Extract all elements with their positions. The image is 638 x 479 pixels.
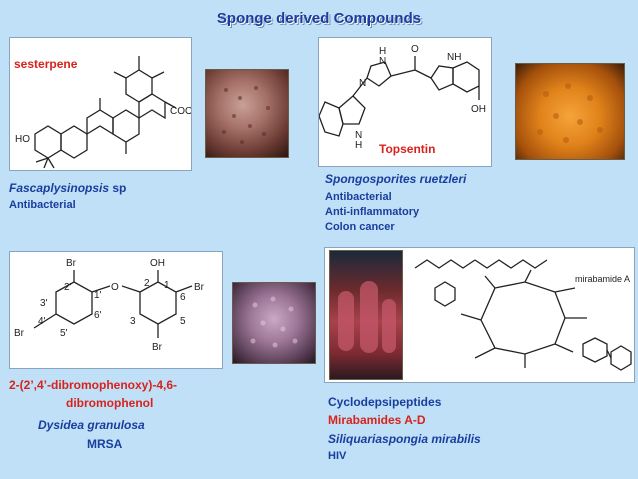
topsentin-h2-label: H xyxy=(355,140,362,151)
fascaplysinopsis-species: Fascaplysinopsis xyxy=(9,181,110,195)
locant-5: 5 xyxy=(180,316,186,327)
locant-4p: 4' xyxy=(38,316,46,327)
topsentin-drawing: H N N O NH OH N H xyxy=(319,44,486,151)
br-atom-bottom: Br xyxy=(152,342,163,353)
locant-1: 1 xyxy=(164,280,170,291)
slide-title: Sponge derived Compounds xyxy=(216,10,422,27)
topsentin-nh-label: NH xyxy=(447,52,461,63)
mirabamide-info: Cyclodepsipeptides Mirabamides A-D Siliq… xyxy=(328,395,628,462)
o-atom-ether: O xyxy=(111,282,119,293)
siliquariaspongia-activity: HIV xyxy=(328,450,347,462)
fascaplysinopsis-activity: Antibacterial xyxy=(9,199,76,211)
locant-6p: 6' xyxy=(94,310,102,321)
spongosporites-info: Spongosporites ruetzleri Antibacterial A… xyxy=(325,172,466,235)
locant-3p: 3' xyxy=(40,298,48,309)
locant-2p: 2' xyxy=(64,282,72,293)
sponge-photo-siliquariaspongia xyxy=(329,250,403,380)
spongosporites-activity-2: Anti-inflammatory xyxy=(325,206,420,218)
mirabamide-label: mirabamide A xyxy=(575,274,630,284)
br-atom-right: Br xyxy=(194,282,205,293)
fascaplysinopsis-suffix: sp xyxy=(109,181,127,195)
topsentin-label: Topsentin xyxy=(379,142,436,156)
spongosporites-activity-3: Colon cancer xyxy=(325,221,395,233)
locant-6: 6 xyxy=(180,292,186,303)
locant-3: 3 xyxy=(130,316,136,327)
sesterpene-label: sesterpene xyxy=(14,57,78,71)
ho-atom-label: HO xyxy=(15,134,30,145)
topsentin-oh-label: OH xyxy=(471,104,486,115)
dysidea-activity: MRSA xyxy=(87,437,123,451)
sponge-photo-spongosporites xyxy=(515,63,625,160)
dibromophenol-name-line2: dibromophenol xyxy=(66,396,154,410)
br-atom-bottom-left: Br xyxy=(14,328,25,339)
locant-1p: 1' xyxy=(94,290,102,301)
spongosporites-species: Spongosporites ruetzleri xyxy=(325,172,467,186)
mirabamides-compounds: Mirabamides A-D xyxy=(328,413,426,427)
locant-2: 2 xyxy=(144,278,150,289)
dibromophenol-drawing: Br Br O OH Br Br 1' 2' 3' 4' 5' 6' 1 2 3… xyxy=(14,258,205,353)
br-atom-top-left: Br xyxy=(66,258,77,269)
spongosporites-activity-1: Antibacterial xyxy=(325,191,392,203)
cyclodepsipeptides-class: Cyclodepsipeptides xyxy=(328,395,442,409)
locant-5p: 5' xyxy=(60,328,68,339)
dibromophenol-name-line1: 2-(2’,4’-dibromophenoxy)-4,6- xyxy=(9,378,178,392)
fascaplysinopsis-info: Fascaplysinopsis sp Antibacterial xyxy=(9,181,126,213)
topsentin-o-label: O xyxy=(411,44,419,55)
dibromophenol-info: 2-(2’,4’-dibromophenoxy)-4,6- dibromophe… xyxy=(9,378,249,451)
mirabamide-drawing: mirabamide A xyxy=(414,259,632,371)
topsentin-structure-panel: H N N O NH OH N H Topsentin xyxy=(318,37,492,167)
topsentin-n3-label: N xyxy=(355,130,362,141)
topsentin-n-label: N xyxy=(379,56,386,67)
dysidea-species: Dysidea granulosa xyxy=(38,418,145,432)
topsentin-n2-label: N xyxy=(359,78,366,89)
siliquariaspongia-species: Siliquariaspongia mirabilis xyxy=(328,432,481,446)
oh-atom: OH xyxy=(150,258,165,269)
sponge-photo-fascaplysinopsis xyxy=(205,69,289,158)
mirabamide-structure-panel: mirabamide A xyxy=(324,247,635,383)
topsentin-h-label: H xyxy=(379,46,386,57)
dibromophenol-structure-panel: Br Br O OH Br Br 1' 2' 3' 4' 5' 6' 1 2 3… xyxy=(9,251,223,369)
sponge-photo-dysidea xyxy=(232,282,316,364)
